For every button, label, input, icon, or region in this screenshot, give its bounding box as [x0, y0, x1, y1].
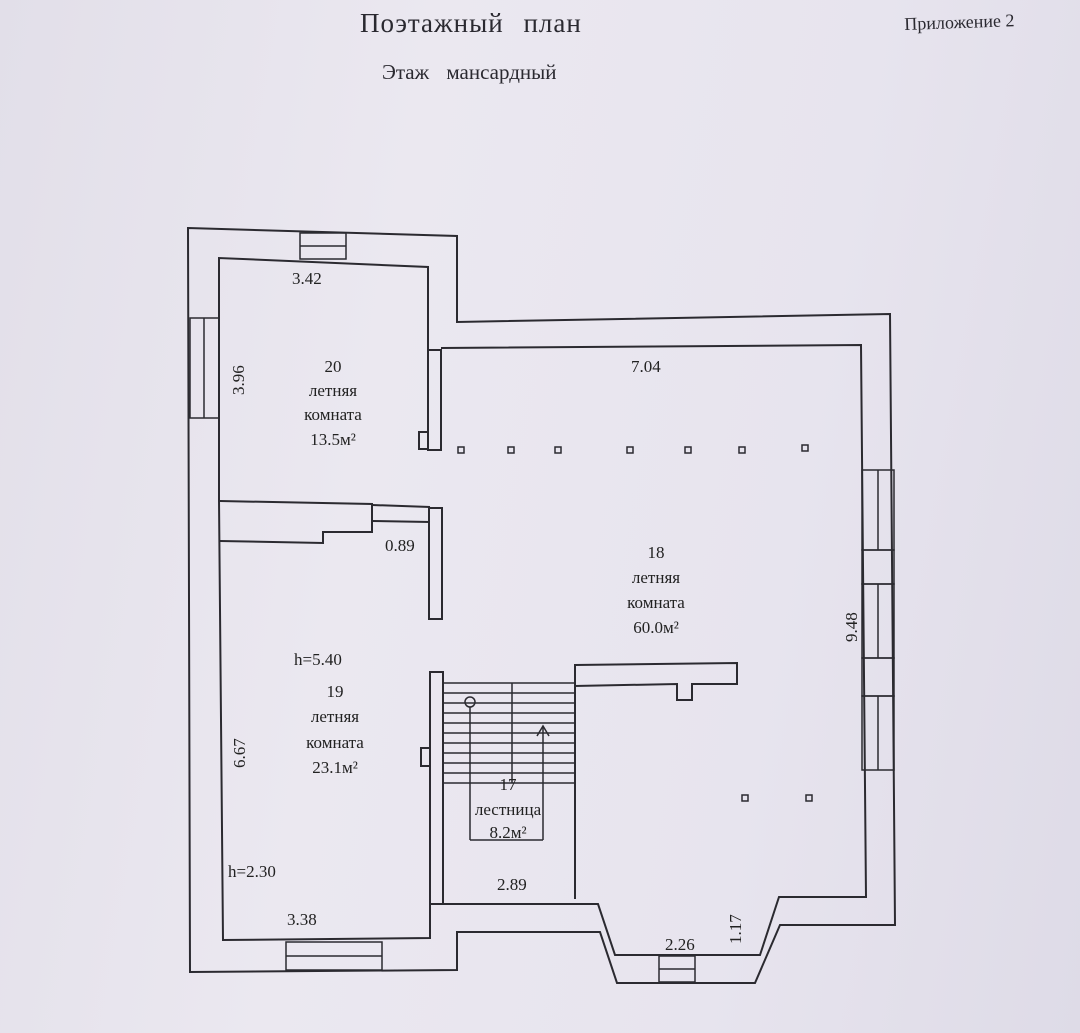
- room-17-type: лестница: [475, 800, 542, 819]
- windows: [189, 232, 895, 983]
- room-19-type-1: летняя: [311, 707, 359, 726]
- posts: [457, 444, 813, 802]
- room-18-area: 60.0м²: [633, 618, 679, 637]
- room-19-type-2: комната: [306, 733, 364, 752]
- dim-3-96: 3.96: [229, 365, 248, 395]
- outer-wall: [186, 226, 897, 984]
- stair-landing-wall: [574, 661, 738, 701]
- wall-stub-upper: [427, 349, 442, 451]
- room-17-area: 8.2м²: [489, 823, 526, 842]
- dim-h-5-40: h=5.40: [294, 650, 342, 669]
- dim-2-89: 2.89: [497, 875, 527, 894]
- dim-0-89: 0.89: [385, 536, 415, 555]
- page-title: Поэтажный план: [360, 8, 582, 38]
- wall-stub-jamb: [418, 431, 429, 450]
- partition-line: [371, 504, 431, 508]
- room-18-type-2: комната: [627, 593, 685, 612]
- dim-7-04: 7.04: [631, 357, 661, 376]
- dim-3-42: 3.42: [292, 269, 322, 288]
- room-18-type-1: летняя: [632, 568, 680, 587]
- wall-stub-middle: [428, 507, 443, 620]
- room-20-number: 20: [325, 357, 342, 376]
- room-20-type-1: летняя: [309, 381, 357, 400]
- dim-1-17: 1.17: [726, 914, 745, 944]
- wall-stub-door: [420, 747, 431, 767]
- dim-9-48: 9.48: [842, 612, 861, 642]
- room-20-type-2: комната: [304, 405, 362, 424]
- room-19-area: 23.1м²: [312, 758, 358, 777]
- partition-20-19: [219, 500, 373, 545]
- room-18-wall: [440, 343, 868, 956]
- wall-stair-left: [429, 671, 444, 905]
- room-17-number: 17: [500, 775, 518, 794]
- partition-line-2: [371, 520, 431, 523]
- dim-6-67: 6.67: [230, 738, 249, 768]
- room-18-number: 18: [648, 543, 665, 562]
- dim-2-26: 2.26: [665, 935, 695, 954]
- staircase: [444, 682, 575, 841]
- dim-3-38: 3.38: [287, 910, 317, 929]
- room-19-number: 19: [327, 682, 344, 701]
- floor-label: Этаж мансардный: [382, 60, 557, 84]
- room-19-wall: [218, 499, 431, 942]
- room-20-area: 13.5м²: [310, 430, 356, 449]
- dim-h-2-30: h=2.30: [228, 862, 276, 881]
- room-20-wall: [218, 256, 429, 500]
